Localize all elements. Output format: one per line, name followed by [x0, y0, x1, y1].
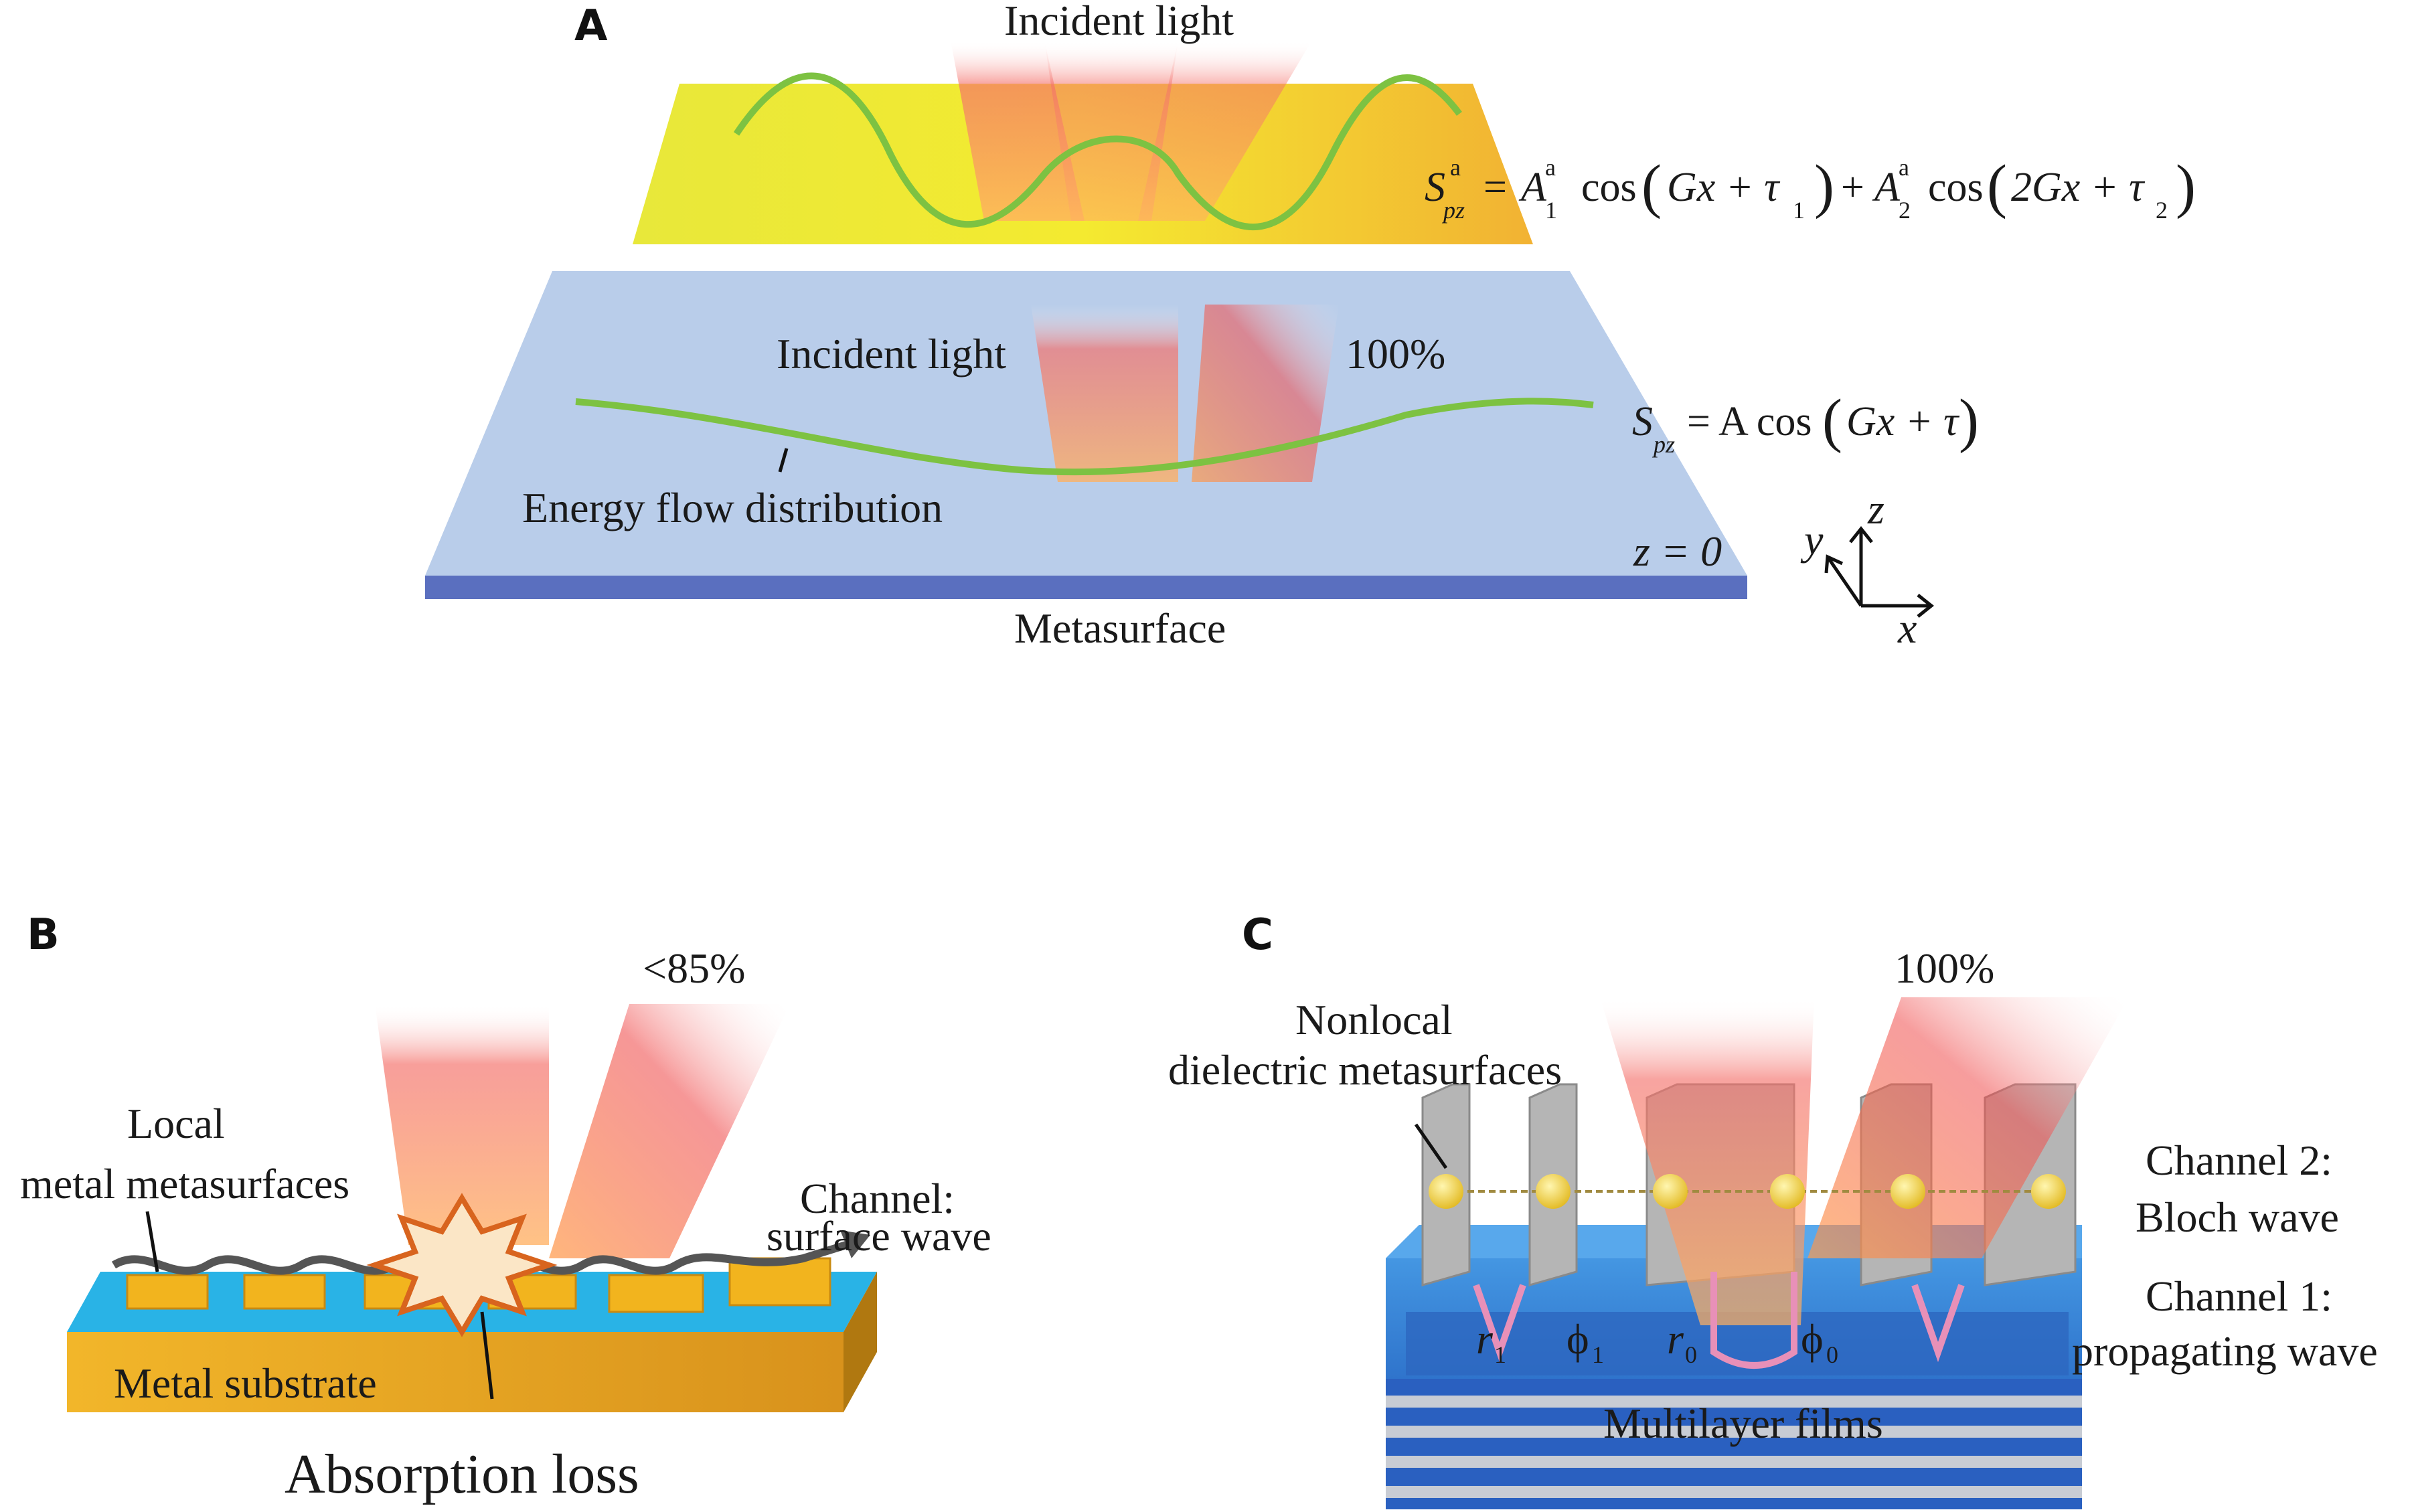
reflect-pct-c: 100% [1895, 944, 1994, 992]
nonlocal-label-1: Nonlocal [1295, 996, 1453, 1043]
multilayer-films [1386, 1379, 2082, 1509]
axis-y-label: y [1800, 516, 1824, 564]
nonlocal-label-2: dielectric metasurfaces [1168, 1046, 1562, 1094]
energy-label-leader [778, 448, 789, 473]
metal-substrate [67, 1332, 843, 1412]
svg-text:a: a [1450, 154, 1461, 181]
svg-text:A: A [1872, 165, 1901, 210]
svg-text:(: ( [1641, 153, 1662, 220]
svg-text:pz: pz [1441, 197, 1465, 224]
panel-a: A Incident light S a pz = A a 1 cos ( Gx… [425, 0, 2196, 652]
axis-z-label: z [1867, 485, 1884, 533]
svg-text:cos: cos [1928, 165, 1984, 210]
channel1-label-1: Channel 1: [2146, 1272, 2332, 1320]
incident-beam-b [375, 1004, 549, 1245]
svg-text:r: r [1667, 1315, 1684, 1363]
svg-text:2: 2 [1899, 197, 1911, 224]
svg-text:S: S [1425, 165, 1445, 210]
channel-label-1: Channel: [800, 1175, 955, 1222]
channel-label-2: surface wave [767, 1212, 991, 1260]
svg-text:1: 1 [1592, 1341, 1604, 1368]
svg-text:0: 0 [1685, 1341, 1697, 1368]
axis-x-label: x [1897, 604, 1917, 652]
metasurface-base [425, 576, 1747, 599]
panel-b: B <85% Local metal metasurfaces Channel:… [20, 910, 991, 1505]
svg-text:1: 1 [1545, 197, 1557, 224]
svg-text:a: a [1899, 154, 1909, 181]
top-incident-label: Incident light [1004, 0, 1234, 44]
svg-text:2Gx + τ: 2Gx + τ [2011, 165, 2146, 210]
svg-text:1: 1 [1494, 1341, 1506, 1368]
panel-c-letter: C [1242, 910, 1273, 960]
local-label-1: Local [127, 1100, 225, 1147]
surface-wave-arrowhead [840, 1230, 870, 1258]
svg-text:pz: pz [1652, 431, 1675, 458]
absorption-burst [366, 1193, 558, 1337]
equation-top: S a pz = A a 1 cos ( Gx + τ 1 ) + A a 2 … [1425, 153, 2196, 224]
reflection-path-0 [1710, 1272, 1797, 1369]
svg-text:2: 2 [2156, 197, 2168, 224]
reflection-symbols: r 1 ϕ 1 r 0 ϕ 0 [1476, 1315, 1838, 1368]
panel-b-letter: B [27, 910, 60, 960]
svg-text:ϕ: ϕ [1801, 1315, 1824, 1363]
svg-text:(: ( [1822, 388, 1842, 454]
svg-text:A: A [1518, 165, 1547, 210]
svg-text:0: 0 [1826, 1341, 1838, 1368]
equation-bottom: S pz = A cos ( Gx + τ ) [1632, 388, 1979, 458]
svg-text:S: S [1632, 399, 1653, 444]
local-label-2: metal metasurfaces [20, 1160, 349, 1207]
svg-text:cos: cos [1581, 165, 1637, 210]
lower-incident-label: Incident light [777, 330, 1006, 377]
svg-text:(: ( [1987, 153, 2007, 220]
absorption-leader [480, 1311, 494, 1400]
lower-energy-wave [575, 398, 1594, 476]
axes-triad [1824, 525, 1935, 618]
svg-text:=: = [1483, 165, 1507, 210]
channel1-label-2: propagating wave [2072, 1327, 2378, 1375]
svg-text:Gx + τ: Gx + τ [1846, 399, 1960, 444]
reflect-pct-b: <85% [643, 944, 745, 992]
reflection-path-1 [1473, 1284, 1526, 1363]
svg-text:+: + [1841, 165, 1864, 210]
reflect-pct-a: 100% [1346, 330, 1445, 377]
spheres [1429, 1174, 2066, 1209]
multilayer-label: Multilayer films [1603, 1400, 1883, 1447]
channel2-label-1: Channel 2: [2146, 1137, 2332, 1184]
metal-pads [126, 1257, 831, 1313]
svg-text:): ) [2176, 153, 2196, 220]
z0-label: z = 0 [1633, 527, 1722, 575]
incident-beam-c [1600, 997, 1814, 1325]
svg-text:): ) [1959, 388, 1979, 454]
svg-text:): ) [1814, 153, 1834, 220]
svg-text:r: r [1476, 1315, 1494, 1363]
upper-energy-wave [733, 72, 1462, 230]
reflected-beam-c [1807, 997, 2129, 1258]
substrate-label: Metal substrate [114, 1359, 377, 1407]
svg-text:= A cos: = A cos [1687, 399, 1812, 444]
reflected-beam-b [549, 1004, 790, 1258]
svg-text:1: 1 [1793, 197, 1805, 224]
reflection-path-2 [1911, 1284, 1965, 1363]
energy-label: Energy flow distribution [522, 484, 943, 531]
svg-text:a: a [1545, 154, 1556, 181]
panel-a-letter: A [574, 1, 608, 51]
absorption-label: Absorption loss [285, 1443, 639, 1505]
nonlocal-leader [1414, 1123, 1448, 1169]
local-leader [145, 1211, 159, 1272]
metasurface-label: Metasurface [1014, 604, 1226, 652]
svg-text:ϕ: ϕ [1566, 1315, 1589, 1363]
panel-c: C 100% [1168, 910, 2378, 1509]
lower-beams [1031, 305, 1339, 482]
svg-text:Gx + τ: Gx + τ [1667, 165, 1781, 210]
channel2-label-2: Bloch wave [2136, 1193, 2339, 1241]
